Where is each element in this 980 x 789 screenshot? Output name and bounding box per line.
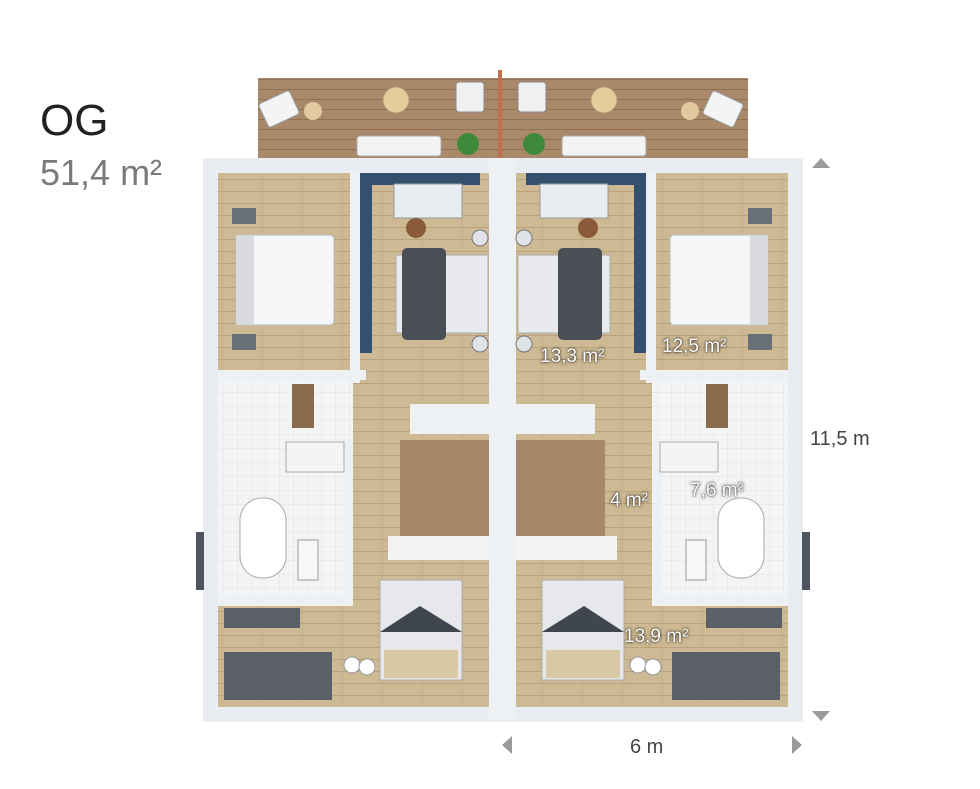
room-label-work: 13,3 m²: [540, 346, 605, 367]
room-label-kids: 13,9 m²: [624, 626, 689, 647]
floor-title: OG: [40, 96, 109, 145]
window-right: [802, 532, 810, 590]
dimension-depth: 11,5 m: [810, 428, 870, 450]
window-left: [196, 532, 204, 590]
party-wall: [489, 158, 516, 722]
accent-walls: [360, 173, 646, 353]
room-label-hall: 4 m²: [610, 490, 648, 511]
furniture-left: [224, 183, 489, 700]
room-label-bedroom: 12,5 m²: [662, 336, 727, 357]
arrow-down-icon: [812, 711, 830, 721]
dimension-width: 6 m: [630, 736, 664, 758]
terrace: [258, 70, 748, 160]
floor-area: 51,4 m²: [40, 152, 163, 193]
arrow-left-icon: [502, 736, 512, 754]
interior-walls: [218, 173, 788, 606]
furniture-right: [515, 183, 782, 700]
arrow-up-icon: [812, 158, 830, 168]
room-label-bath: 7,6 m²: [690, 480, 744, 501]
arrow-right-icon: [792, 736, 802, 754]
